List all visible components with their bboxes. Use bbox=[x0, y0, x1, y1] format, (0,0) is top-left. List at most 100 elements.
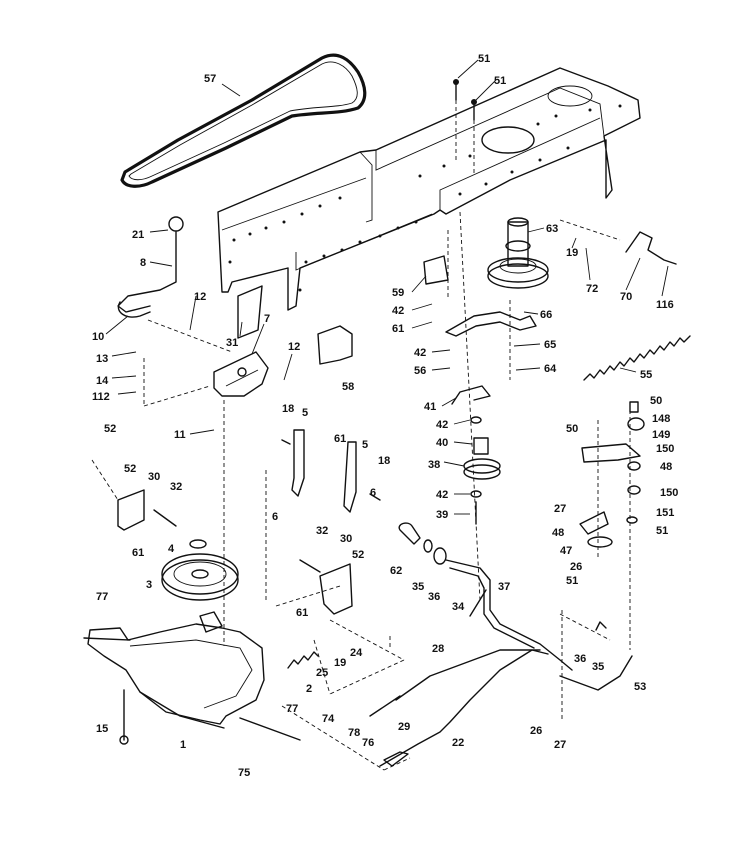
callout-5: 5 bbox=[362, 439, 368, 451]
shift-links bbox=[281, 429, 381, 513]
callout-77: 77 bbox=[96, 591, 108, 603]
callout-38: 38 bbox=[428, 459, 440, 471]
callout-50: 50 bbox=[650, 395, 662, 407]
callout-40: 40 bbox=[436, 437, 448, 449]
callout-70: 70 bbox=[620, 291, 632, 303]
callout-76: 76 bbox=[362, 737, 374, 749]
callout-74: 74 bbox=[322, 713, 335, 725]
callout-151: 151 bbox=[656, 507, 674, 519]
callout-39: 39 bbox=[436, 509, 448, 521]
callout-11: 11 bbox=[174, 429, 186, 441]
assembly-lines bbox=[91, 211, 631, 771]
callout-12: 12 bbox=[194, 291, 206, 303]
callout-25: 25 bbox=[316, 667, 328, 679]
transaxle bbox=[83, 611, 301, 745]
callout-53: 53 bbox=[634, 681, 646, 693]
callout-35: 35 bbox=[592, 661, 604, 673]
callout-19: 19 bbox=[566, 247, 578, 259]
spring-55 bbox=[583, 335, 691, 381]
callout-10: 10 bbox=[92, 331, 104, 343]
callout-78: 78 bbox=[348, 727, 360, 739]
callout-64: 64 bbox=[544, 363, 557, 375]
callout-112: 112 bbox=[92, 391, 110, 403]
callout-4: 4 bbox=[168, 543, 175, 555]
callout-1: 1 bbox=[180, 739, 186, 751]
callout-116: 116 bbox=[656, 299, 674, 311]
callout-56: 56 bbox=[414, 365, 426, 377]
callout-42: 42 bbox=[414, 347, 426, 359]
callout-66: 66 bbox=[540, 309, 552, 321]
drive-pulley bbox=[487, 217, 549, 289]
callout-51: 51 bbox=[478, 53, 490, 65]
callout-57: 57 bbox=[204, 73, 216, 85]
callout-7: 7 bbox=[264, 313, 270, 325]
callout-42: 42 bbox=[392, 305, 404, 317]
callout-52: 52 bbox=[352, 549, 364, 561]
brake-assembly bbox=[559, 401, 645, 691]
callout-31: 31 bbox=[226, 337, 238, 349]
callout-51: 51 bbox=[566, 575, 578, 587]
callout-30: 30 bbox=[340, 533, 352, 545]
callout-18: 18 bbox=[378, 455, 390, 467]
callout-72: 72 bbox=[586, 283, 598, 295]
callout-28: 28 bbox=[432, 643, 444, 655]
callout-37: 37 bbox=[498, 581, 510, 593]
callout-14: 14 bbox=[96, 375, 109, 387]
clutch-rods bbox=[369, 649, 549, 767]
leader-lines bbox=[105, 59, 669, 515]
callout-32: 32 bbox=[316, 525, 328, 537]
callout-77: 77 bbox=[286, 703, 298, 715]
callout-61: 61 bbox=[296, 607, 308, 619]
callout-65: 65 bbox=[544, 339, 556, 351]
callout-6: 6 bbox=[370, 487, 376, 499]
chassis-frame bbox=[217, 67, 641, 311]
callout-32: 32 bbox=[170, 481, 182, 493]
bracket-58 bbox=[317, 325, 353, 365]
callout-42: 42 bbox=[436, 489, 448, 501]
callout-24: 24 bbox=[350, 647, 363, 659]
callout-63: 63 bbox=[546, 223, 558, 235]
callout-labels: 57 51 51 63 21 8 12 10 31 7 13 14 112 12… bbox=[92, 53, 678, 779]
callout-62: 62 bbox=[390, 565, 402, 577]
callout-5: 5 bbox=[302, 407, 308, 419]
callout-36: 36 bbox=[574, 653, 586, 665]
bracket-59 bbox=[423, 255, 449, 285]
callout-47: 47 bbox=[560, 545, 572, 557]
spring-25 bbox=[287, 651, 319, 669]
callout-27: 27 bbox=[554, 503, 566, 515]
callout-27: 27 bbox=[554, 739, 566, 751]
callout-61: 61 bbox=[334, 433, 346, 445]
callout-21: 21 bbox=[132, 229, 144, 241]
callout-50: 50 bbox=[566, 423, 578, 435]
callout-26: 26 bbox=[530, 725, 542, 737]
callout-2: 2 bbox=[306, 683, 312, 695]
callout-148: 148 bbox=[652, 413, 670, 425]
drive-belt bbox=[120, 53, 367, 188]
transmission-pulley bbox=[161, 539, 239, 601]
callout-29: 29 bbox=[398, 721, 410, 733]
callout-26: 26 bbox=[570, 561, 582, 573]
callout-13: 13 bbox=[96, 353, 108, 365]
callout-6: 6 bbox=[272, 511, 278, 523]
callout-48: 48 bbox=[552, 527, 564, 539]
idler-arm bbox=[445, 311, 537, 337]
brake-rod bbox=[625, 231, 677, 265]
callout-150: 150 bbox=[660, 487, 678, 499]
pedal-shaft bbox=[398, 522, 573, 671]
callout-42: 42 bbox=[436, 419, 448, 431]
callout-41: 41 bbox=[424, 401, 436, 413]
callout-36: 36 bbox=[428, 591, 440, 603]
callout-75: 75 bbox=[238, 767, 250, 779]
idler-pulley bbox=[451, 385, 501, 525]
callout-52: 52 bbox=[124, 463, 136, 475]
callout-61: 61 bbox=[392, 323, 404, 335]
shift-bracket bbox=[213, 285, 269, 397]
callout-150: 150 bbox=[656, 443, 674, 455]
callout-149: 149 bbox=[652, 429, 670, 441]
callout-3: 3 bbox=[146, 579, 152, 591]
callout-51: 51 bbox=[656, 525, 668, 537]
callout-61: 61 bbox=[132, 547, 144, 559]
callout-52: 52 bbox=[104, 423, 116, 435]
shift-lever bbox=[117, 216, 184, 318]
